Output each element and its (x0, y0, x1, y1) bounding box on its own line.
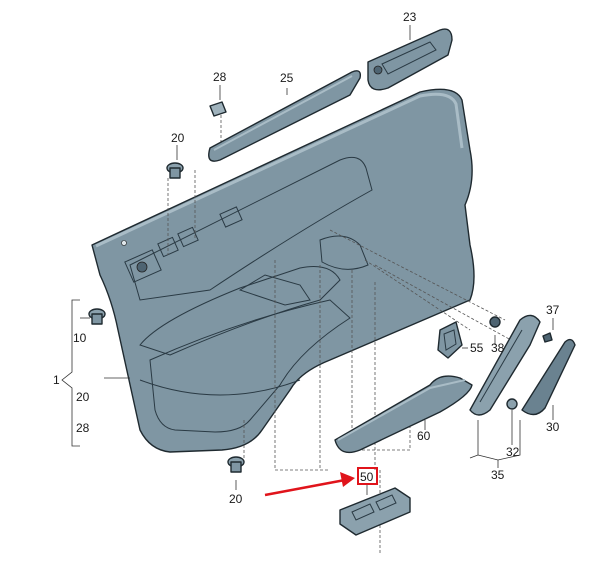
clip-part-28-top (209, 101, 227, 117)
clip-part-20-bottom (227, 456, 245, 473)
clip-part-20-top (166, 162, 184, 179)
callout-20-left: 20 (76, 390, 90, 404)
door-trim-panel (91, 88, 475, 453)
callout-37: 37 (546, 303, 560, 317)
callout-1: 1 (53, 373, 60, 387)
callout-20-bottom: 20 (229, 492, 243, 506)
callout-35: 35 (491, 468, 505, 482)
callout-10: 10 (73, 331, 87, 345)
clip-part-10 (88, 308, 106, 325)
callout-23: 23 (403, 10, 417, 24)
callout-25: 25 (280, 71, 294, 85)
highlight-box (357, 467, 378, 485)
leader-lines (61, 25, 554, 495)
part-50-window-switch (339, 487, 411, 536)
part-55-switch-trim (437, 321, 463, 359)
bolt-part-37 (542, 332, 553, 343)
part-30-trim-strip (521, 338, 576, 416)
callout-55: 55 (470, 341, 484, 355)
bolt-part-38 (489, 316, 501, 328)
part-23-door-handle (367, 28, 453, 91)
callout-30: 30 (546, 420, 560, 434)
callout-60: 60 (417, 429, 431, 443)
clip-part-32 (506, 398, 518, 410)
callout-28-left: 28 (76, 421, 90, 435)
part-60-armrest-insert (334, 375, 473, 454)
part-35-handle-trim (469, 314, 541, 416)
part-25-trim-strip (208, 70, 362, 162)
callout-20-top: 20 (171, 131, 185, 145)
callout-50: 50 (360, 470, 374, 484)
highlight-arrow (264, 472, 355, 497)
callout-28-top: 28 (213, 70, 227, 84)
callout-32: 32 (506, 445, 520, 459)
callout-38: 38 (491, 341, 505, 355)
